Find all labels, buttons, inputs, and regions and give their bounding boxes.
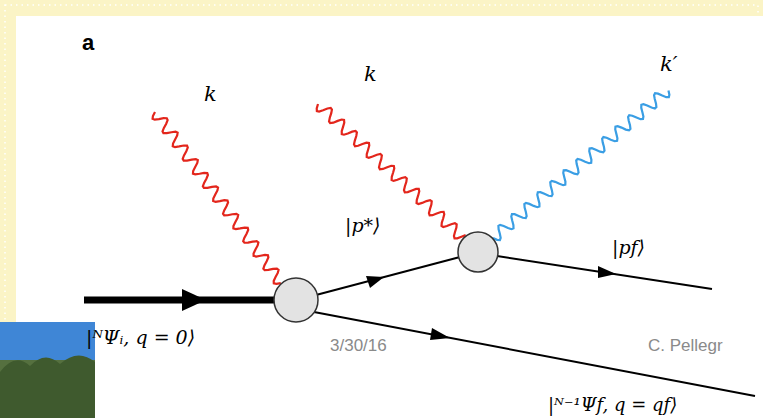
arrowhead (430, 328, 450, 340)
photon-label: k′ (660, 52, 678, 77)
photon-label: k (204, 82, 217, 107)
vertex-circle (458, 232, 498, 272)
arrowhead (182, 289, 206, 311)
panel-letter: a (82, 30, 94, 56)
figure-panel (16, 16, 763, 418)
scattered-photon-wave (493, 91, 669, 240)
state-label: |pf⟩ (612, 236, 645, 259)
final-electron-line (497, 256, 712, 289)
state-label: |ᴺ⁻¹Ψf, q = qf⟩ (548, 394, 677, 416)
arrowhead (598, 266, 616, 278)
slide-author: C. Pellegr (648, 336, 723, 356)
state-label: |ᴺΨᵢ, q = 0⟩ (86, 326, 195, 349)
arrowhead (366, 276, 384, 288)
slide-date: 3/30/16 (330, 336, 387, 356)
photo-foliage (0, 355, 95, 418)
intermediate-electron-line (316, 257, 460, 295)
vertex-circle (274, 278, 318, 322)
photon-label: k (364, 62, 377, 87)
initial-state-line (84, 297, 276, 304)
state-label: |p*⟩ (345, 214, 380, 237)
incident-photon-wave (153, 112, 281, 284)
residual-ion-line (314, 312, 755, 396)
incident-photon-wave (317, 104, 466, 238)
